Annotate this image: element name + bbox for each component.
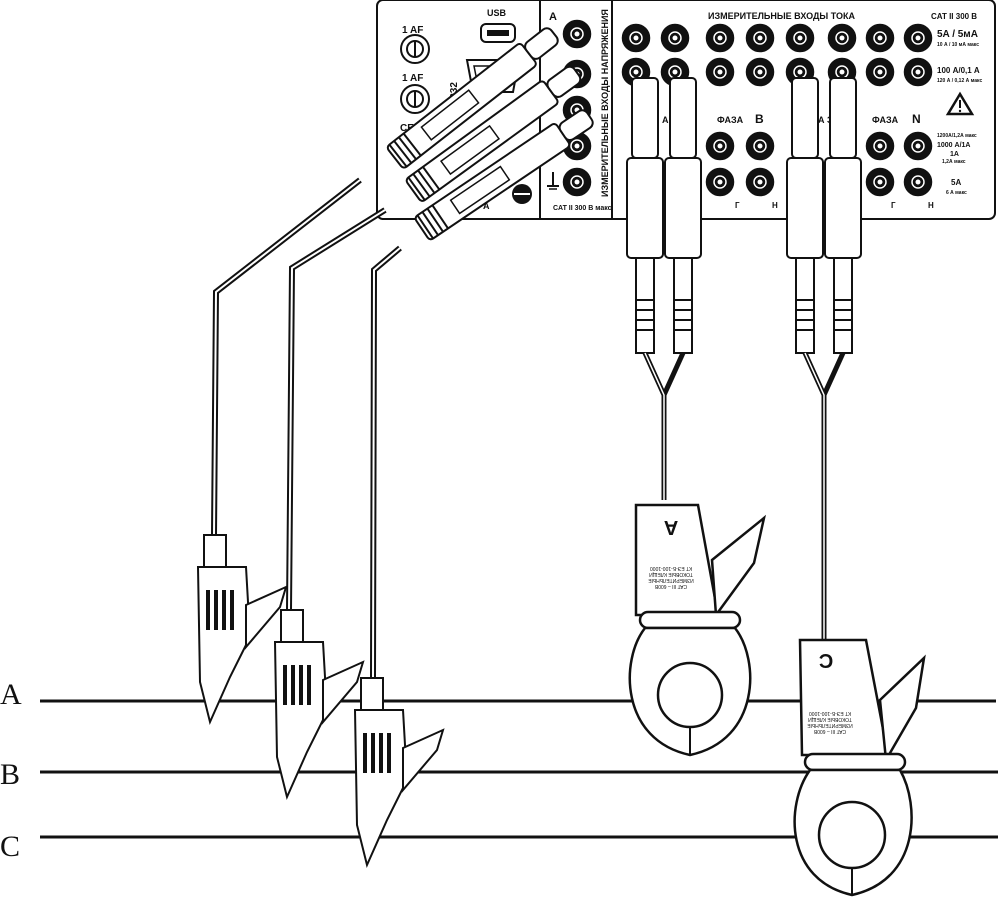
- voltage-lead-3: [370, 109, 594, 679]
- current-input-jack[interactable]: [902, 166, 934, 198]
- fuse-2-label: 1 AF: [402, 73, 423, 84]
- terminal-g-b: Г: [735, 201, 740, 210]
- clamp-a-line-3: ТОКОВЫЕ КЛЕЩИ: [649, 571, 693, 577]
- range-100a-max: 120 А / 0,12 А макс: [937, 78, 982, 84]
- fuse-holder-1[interactable]: [400, 34, 430, 64]
- ground-symbol-icon: [547, 172, 559, 190]
- current-input-jack[interactable]: [826, 22, 858, 54]
- plug-pair-a: [626, 77, 702, 500]
- clamp-c-line-3: ТОКОВЫЕ КЛЕЩИ: [808, 716, 852, 722]
- plug-pair-c: [786, 77, 862, 640]
- range-1a: 1A: [950, 151, 959, 158]
- warning-triangle-icon: [945, 91, 975, 116]
- voltage-input-a-label: A: [549, 11, 557, 23]
- range-5a-5ma: 5A / 5мА: [937, 29, 978, 40]
- current-input-jack[interactable]: [704, 166, 736, 198]
- current-input-jack[interactable]: [744, 22, 776, 54]
- phase-label-a: A: [0, 678, 22, 711]
- fuse-holder-2[interactable]: [400, 84, 430, 114]
- phase-b-label: ФАЗА: [717, 115, 744, 125]
- current-input-jack[interactable]: [704, 56, 736, 88]
- clamp-c-line-1: CAT III – 600В: [813, 728, 846, 734]
- clamp-a-line-2: ИЗМЕРИТЕЛЬНЫЕ: [648, 577, 694, 583]
- current-input-jack[interactable]: [659, 22, 691, 54]
- current-cat-label: CAT II 300 В: [931, 12, 977, 21]
- current-input-jack[interactable]: [864, 166, 896, 198]
- current-clamp-a: A CAT III – 600В ИЗМЕРИТЕЛЬНЫЕ ТОКОВЫЕ К…: [628, 503, 766, 757]
- clamp-a-letter: A: [664, 516, 678, 538]
- current-input-jack[interactable]: [864, 22, 896, 54]
- phase-b-letter: B: [755, 112, 764, 126]
- phase-n-letter: N: [912, 112, 921, 126]
- voltage-jack-column: [561, 18, 593, 198]
- crocodile-clip-2: [273, 609, 365, 801]
- voltage-cat-label: CAT II 300 В макс: [553, 205, 612, 212]
- crocodile-clips: [196, 534, 445, 869]
- terminal-n-b: Н: [772, 201, 778, 210]
- voltage-partial-label: А: [483, 201, 490, 211]
- voltage-lead-2: [286, 65, 582, 611]
- current-input-jack[interactable]: [902, 130, 934, 162]
- voltage-input-jack[interactable]: [561, 18, 593, 50]
- voltage-lead-1: [211, 27, 559, 536]
- range-1000a-max: 1200А/1,2А макс: [937, 133, 977, 139]
- current-input-jack[interactable]: [902, 56, 934, 88]
- clamp-c-line-2: ИЗМЕРИТЕЛЬНЫЕ: [807, 722, 853, 728]
- current-jack-grid: [620, 22, 934, 198]
- current-input-jack[interactable]: [864, 130, 896, 162]
- phase-label-c: C: [0, 830, 20, 863]
- usb-port[interactable]: [480, 23, 516, 43]
- voltage-leads: [211, 27, 594, 679]
- current-inputs: ИЗМЕРИТЕЛЬНЫЕ ВХОДЫ ТОКА CAT II 300 В 5A…: [620, 11, 982, 210]
- current-plugs: [626, 77, 862, 640]
- range-5a: 5A: [951, 178, 961, 187]
- current-input-jack[interactable]: [864, 56, 896, 88]
- current-input-jack[interactable]: [704, 130, 736, 162]
- current-input-jack[interactable]: [659, 56, 691, 88]
- voltage-section-title: ИЗМЕРИТЕЛЬНЫЕ ВХОДЫ НАПРЯЖЕНИЯ: [600, 9, 610, 197]
- crocodile-clip-3: [353, 677, 445, 869]
- current-input-jack[interactable]: [784, 22, 816, 54]
- clamp-c-line-4: КТ ЕЭ-Б-100-1000: [809, 710, 851, 716]
- range-5a-5ma-max: 10 А / 10 мА макс: [937, 42, 979, 48]
- phase-label-b: B: [0, 758, 20, 791]
- current-input-jack[interactable]: [744, 166, 776, 198]
- clamp-a-line-1: CAT III – 600В: [654, 583, 687, 589]
- usb-label: USB: [487, 8, 507, 18]
- phase-n-label: ФАЗА: [872, 115, 899, 125]
- current-input-jack[interactable]: [744, 56, 776, 88]
- fuse-1-label: 1 AF: [402, 25, 423, 36]
- clamp-c-letter: C: [819, 649, 833, 671]
- terminal-n-n: Н: [928, 201, 934, 210]
- current-clamp-c: C CAT III – 600В ИЗМЕРИТЕЛЬНЫЕ ТОКОВЫЕ К…: [793, 638, 926, 897]
- range-1000a: 1000 А/1А: [937, 142, 970, 149]
- current-section-title: ИЗМЕРИТЕЛЬНЫЕ ВХОДЫ ТОКА: [708, 11, 855, 21]
- current-input-jack[interactable]: [620, 22, 652, 54]
- ground-screw: [512, 184, 532, 204]
- range-1a-max: 1,2А макс: [942, 159, 966, 165]
- crocodile-clip-1: [196, 534, 288, 726]
- terminal-g-n: Г: [891, 201, 896, 210]
- current-input-jack[interactable]: [704, 22, 736, 54]
- voltage-input-jack[interactable]: [561, 166, 593, 198]
- clamp-a-line-4: КТ ЕЭ-Б-100-1000: [650, 565, 692, 571]
- range-100a: 100 А/0,1 А: [937, 66, 980, 75]
- current-input-jack[interactable]: [902, 22, 934, 54]
- current-input-jack[interactable]: [744, 130, 776, 162]
- range-5a-max: 6 А макс: [946, 190, 967, 196]
